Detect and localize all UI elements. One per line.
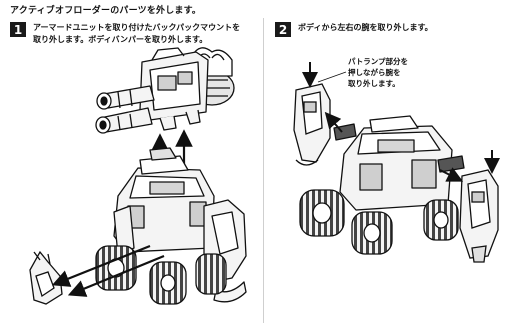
step-2-instruction: ボディから左右の腕を取り外します。 (298, 22, 433, 34)
step-1-line-2: 取り外します。ボディバンパーを取り外します。 (33, 35, 208, 44)
step-2-number-badge: 2 (275, 22, 291, 37)
page-title: アクティブオフローダーのパーツを外します。 (10, 6, 202, 16)
step-1-line-1: アーマードユニットを取り付けたバックパックマウントを (33, 23, 241, 32)
divider (263, 18, 264, 323)
step-1-vehicle-body (113, 147, 247, 303)
step-1-instruction: アーマードユニットを取り付けたバックパックマウントを 取り外します。ボディバンパ… (33, 22, 240, 46)
step-2-pull-arrows (324, 111, 464, 182)
right-arm (459, 169, 499, 263)
step-2-vehicle-body (333, 115, 465, 211)
step-1-number-badge: 1 (10, 22, 26, 37)
left-arm (293, 83, 331, 166)
step-2-note: パトランプ部分を 押しながら腕を 取り外します。 (348, 56, 408, 89)
step-2-line-1: ボディから左右の腕を取り外します。 (298, 23, 433, 32)
press-arrows (302, 62, 500, 174)
step-2-wheels (299, 189, 459, 255)
step-1-bumper-arrows (51, 244, 165, 297)
step-2-note-line-3: 取り外します。 (348, 79, 400, 88)
body-bumper (29, 250, 63, 305)
step-2-note-line-1: パトランプ部分を (348, 57, 408, 66)
backpack-mount-armor-unit (95, 47, 235, 134)
note-leader-line (317, 71, 347, 83)
step-2-note-line-2: 押しながら腕を (348, 68, 401, 77)
step-1-wheels (95, 245, 227, 305)
